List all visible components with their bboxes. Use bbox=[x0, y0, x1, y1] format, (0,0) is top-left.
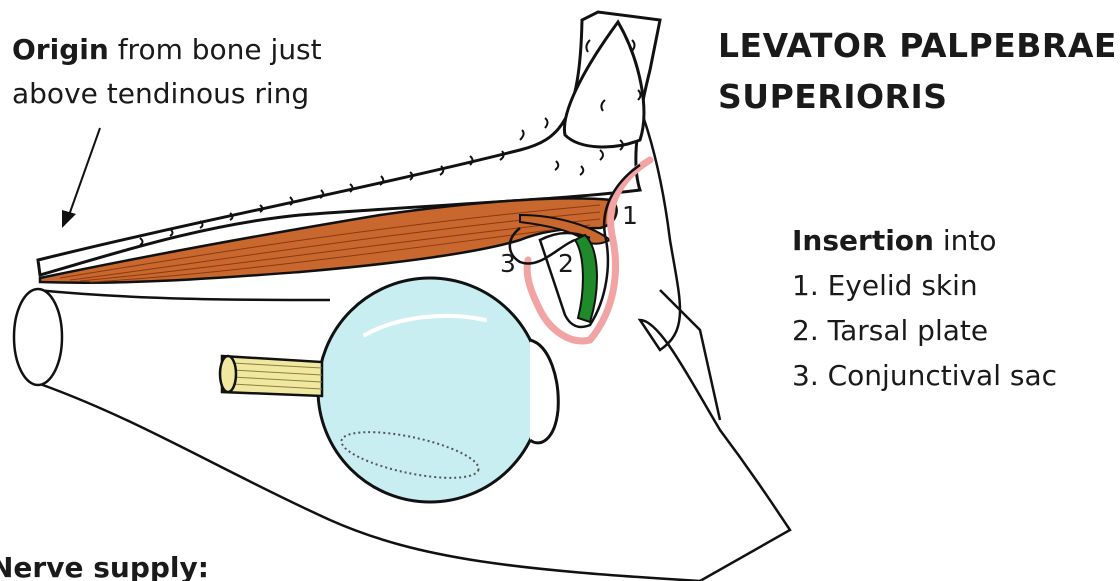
insertion-item: 2. Tarsal plate bbox=[792, 308, 1057, 353]
optic-nerve-end bbox=[220, 356, 236, 392]
diagram-number-3: 3 bbox=[500, 250, 516, 278]
diagram-title: LEVATOR PALPEBRAE SUPERIORIS bbox=[718, 20, 1117, 122]
eyeball bbox=[318, 278, 542, 502]
insertion-label: Insertion into 1. Eyelid skin 2. Tarsal … bbox=[792, 218, 1057, 398]
origin-label-line1: from bone just bbox=[109, 33, 322, 66]
tarsal-plate bbox=[575, 235, 597, 322]
cornea bbox=[530, 340, 558, 443]
diagram-number-1: 1 bbox=[622, 202, 638, 230]
insertion-label-rest: into bbox=[934, 224, 997, 257]
diagram-number-2: 2 bbox=[558, 250, 574, 278]
origin-label: Origin from bone just above tendinous ri… bbox=[12, 28, 322, 116]
origin-arrowhead bbox=[62, 210, 76, 228]
orbit-apex bbox=[14, 289, 62, 385]
nose-bridge bbox=[660, 290, 720, 420]
title-line1: LEVATOR PALPEBRAE bbox=[718, 20, 1117, 71]
insertion-item: 1. Eyelid skin bbox=[792, 263, 1057, 308]
origin-arrow bbox=[68, 128, 100, 218]
insertion-item: 3. Conjunctival sac bbox=[792, 353, 1057, 398]
origin-label-line2: above tendinous ring bbox=[12, 72, 322, 116]
origin-label-bold: Origin bbox=[12, 33, 109, 66]
insertion-label-bold: Insertion bbox=[792, 224, 934, 257]
nerve-supply-label: Nerve supply: bbox=[0, 548, 209, 581]
title-line2: SUPERIORIS bbox=[718, 71, 1117, 122]
